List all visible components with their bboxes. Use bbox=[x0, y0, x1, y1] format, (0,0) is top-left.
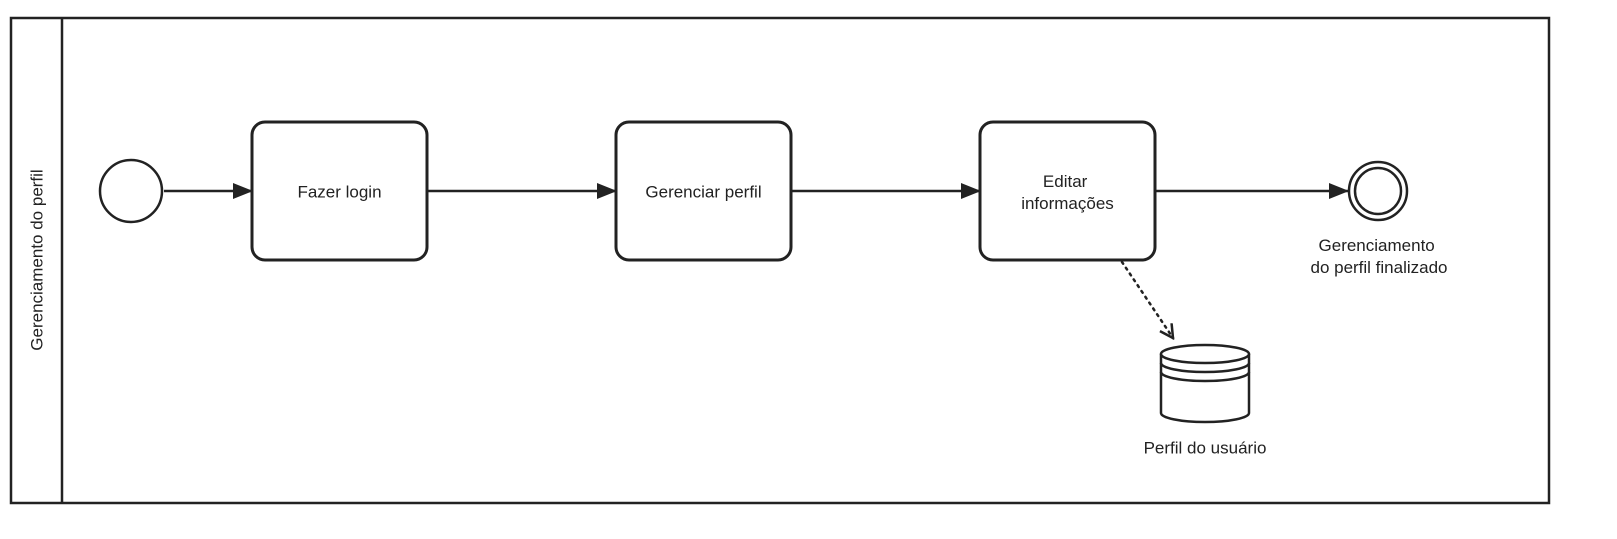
task-editar-label-line-1: Editar bbox=[1043, 172, 1088, 191]
end-event-caption: Gerenciamento do perfil finalizado bbox=[1310, 236, 1447, 277]
task-gerenciar-perfil-label: Gerenciar perfil bbox=[645, 183, 761, 202]
end-event[interactable] bbox=[1347, 160, 1409, 222]
data-store-perfil[interactable] bbox=[1159, 343, 1251, 424]
lane-label: Gerenciamento do perfil bbox=[28, 169, 47, 350]
task-fazer-login[interactable]: Fazer login bbox=[250, 120, 429, 262]
end-event-caption-line-2: do perfil finalizado bbox=[1310, 258, 1447, 277]
data-association-editar-to-store[interactable] bbox=[1120, 260, 1173, 338]
task-gerenciar-perfil[interactable]: Gerenciar perfil bbox=[614, 120, 793, 262]
task-editar-informacoes[interactable]: Editar informações bbox=[978, 120, 1157, 262]
task-fazer-login-label: Fazer login bbox=[297, 183, 381, 202]
task-editar-informacoes-label: Editar informações bbox=[1021, 172, 1114, 213]
data-store-caption: Perfil do usuário bbox=[1144, 439, 1267, 458]
start-event[interactable] bbox=[98, 158, 164, 224]
task-editar-label-line-2: informações bbox=[1021, 194, 1114, 213]
end-event-caption-line-1: Gerenciamento bbox=[1319, 236, 1435, 255]
